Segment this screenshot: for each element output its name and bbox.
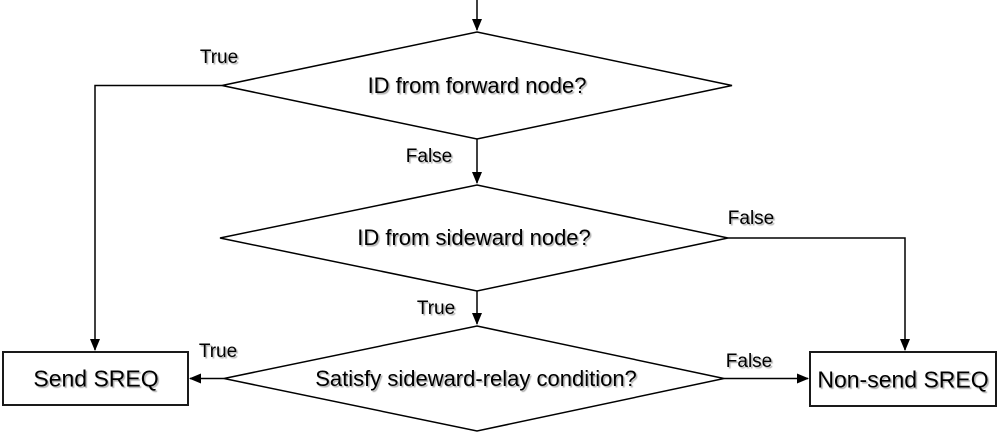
edge-label-d3-false: False: [725, 351, 773, 372]
box-non-send-sreq: [809, 351, 997, 407]
decision-satisfy-sideward-relay-condition: [223, 325, 725, 432]
decision-label-id-from-sideward-node: ID from sideward node?: [357, 225, 591, 250]
edge-d2-false-to-non-send-sreq: [728, 237, 910, 351]
box-label-non-send-sreq: Non-send SREQ: [817, 366, 989, 393]
edge-label-d1-true: True: [199, 47, 239, 68]
edge-label-d2-true: True: [416, 298, 456, 319]
decision-label-id-from-forward-node: ID from forward node?: [367, 73, 587, 98]
edge-d1-true-to-send-sreq: [90, 84, 222, 351]
edge-label-d3-true: True: [198, 341, 238, 362]
box-send-sreq: [2, 351, 189, 406]
edge-label-d2-false: False: [727, 208, 775, 229]
decision-label-satisfy-sideward-relay-condition: Satisfy sideward-relay condition?: [315, 366, 637, 391]
edge-label-d1-false: False: [405, 146, 453, 167]
box-label-send-sreq: Send SREQ: [33, 365, 159, 392]
